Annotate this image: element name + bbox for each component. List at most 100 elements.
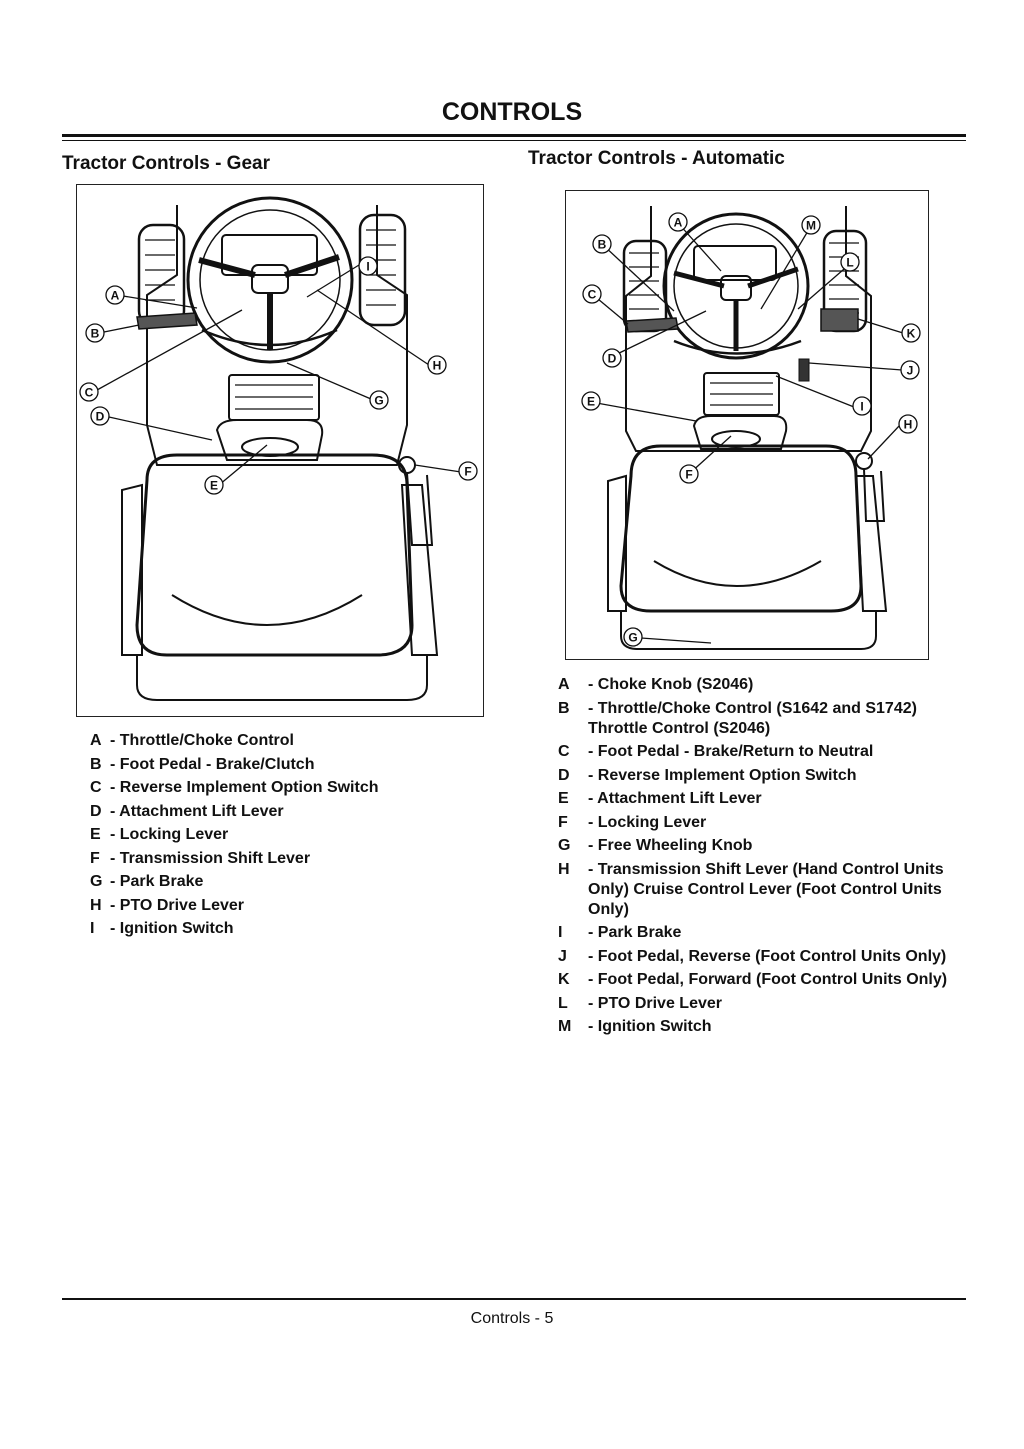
legend-letter: D bbox=[90, 802, 102, 820]
automatic-callouts: A B C D E F G H I J K L M bbox=[581, 212, 921, 647]
auto-callout-m: M bbox=[806, 219, 816, 233]
legend-text: - Free Wheeling Knob bbox=[588, 837, 753, 854]
page-title: CONTROLS bbox=[441, 98, 583, 126]
auto-callout-g: G bbox=[628, 631, 637, 645]
legend-letter: K bbox=[558, 971, 570, 988]
legend-letter: H bbox=[90, 896, 102, 914]
legend-item: A - Throttle/Choke Control bbox=[90, 731, 379, 751]
gear-callout-d: D bbox=[96, 410, 105, 424]
legend-text: - Foot Pedal, Reverse (Foot Control Unit… bbox=[588, 947, 947, 965]
legend-item: M - Ignition Switch bbox=[558, 1017, 978, 1037]
legend-text: - Foot Pedal, Forward (Foot Control Unit… bbox=[588, 971, 948, 988]
legend-item: C - Reverse Implement Option Switch bbox=[90, 778, 379, 798]
gear-callout-a: A bbox=[111, 289, 120, 303]
legend-item: J - Foot Pedal, Reverse (Foot Control Uni… bbox=[558, 947, 978, 967]
legend-item: E - Attachment Lift Lever bbox=[558, 789, 978, 809]
page-footer: Controls - 5 bbox=[470, 1310, 554, 1327]
legend-letter: A bbox=[90, 732, 102, 749]
legend-text: - Park Brake bbox=[588, 924, 682, 941]
legend-item: D - Attachment Lift Lever bbox=[90, 802, 379, 822]
legend-item: G - Park Brake bbox=[90, 872, 379, 892]
footer-rule bbox=[62, 1298, 966, 1300]
legend-letter: L bbox=[558, 994, 568, 1012]
legend-text: - Choke Knob (S2046) bbox=[588, 676, 754, 693]
legend-item: I - Ignition Switch bbox=[90, 919, 379, 939]
legend-item: I - Park Brake bbox=[558, 923, 978, 943]
legend-text: - Ignition Switch bbox=[110, 920, 234, 937]
gear-legend: A - Throttle/Choke Control B - Foot Pedal … bbox=[90, 731, 379, 943]
legend-text: - PTO Drive Lever bbox=[588, 994, 722, 1012]
gear-callout-i: I bbox=[366, 260, 369, 274]
legend-letter: D bbox=[558, 766, 570, 784]
legend-item: G - Free Wheeling Knob bbox=[558, 836, 978, 856]
gear-callout-f: F bbox=[464, 465, 471, 479]
legend-letter: G bbox=[90, 873, 103, 890]
legend-item: H- Transmission Shift Lever (Hand Contro… bbox=[558, 860, 978, 920]
legend-text: - Foot Pedal - Brake/Clutch bbox=[110, 755, 315, 773]
gear-callout-e: E bbox=[210, 479, 218, 493]
legend-letter: I bbox=[558, 924, 563, 941]
legend-letter: C bbox=[558, 743, 570, 760]
auto-callout-a: A bbox=[674, 216, 683, 230]
legend-letter: F bbox=[558, 813, 568, 831]
legend-text: - Locking Lever bbox=[110, 826, 229, 843]
legend-item: A - Choke Knob (S2046) bbox=[558, 675, 978, 695]
legend-item: F - Transmission Shift Lever bbox=[90, 849, 379, 869]
automatic-tractor-diagram: A B C D E F G H I J K L M bbox=[565, 190, 929, 660]
legend-text: - Transmission Shift Lever bbox=[110, 849, 311, 867]
legend-item: L - PTO Drive Lever bbox=[558, 994, 978, 1014]
legend-letter: E bbox=[558, 790, 569, 807]
legend-item: H- PTO Drive Lever bbox=[90, 896, 379, 916]
title-rule-thick bbox=[62, 134, 966, 137]
legend-text: - Transmission Shift Lever (Hand Control… bbox=[588, 860, 944, 918]
legend-text: - Attachment Lift Lever bbox=[110, 802, 284, 820]
legend-item: C - Foot Pedal - Brake/Return to Neutral bbox=[558, 742, 978, 762]
legend-item: F - Locking Lever bbox=[558, 813, 978, 833]
legend-text: - Throttle/Choke Control (S1642 and S174… bbox=[588, 699, 917, 737]
auto-callout-f: F bbox=[685, 468, 692, 482]
legend-letter: G bbox=[558, 837, 571, 854]
gear-callout-h: H bbox=[433, 359, 442, 373]
legend-letter: B bbox=[90, 755, 102, 773]
title-rule-thin bbox=[62, 140, 966, 141]
gear-tractor-illustration: A B C D E F G H I bbox=[79, 196, 478, 701]
auto-callout-e: E bbox=[587, 395, 595, 409]
automatic-section-heading: Tractor Controls - Automatic bbox=[528, 148, 785, 169]
auto-callout-b: B bbox=[598, 238, 607, 252]
legend-letter: E bbox=[90, 826, 101, 843]
auto-callout-d: D bbox=[608, 352, 617, 366]
legend-item: B - Throttle/Choke Control (S1642 and S17… bbox=[558, 699, 978, 739]
gear-callout-b: B bbox=[91, 327, 100, 341]
legend-letter: A bbox=[558, 676, 570, 693]
legend-text: - Park Brake bbox=[110, 873, 204, 890]
legend-item: D - Reverse Implement Option Switch bbox=[558, 766, 978, 786]
auto-callout-c: C bbox=[588, 288, 597, 302]
auto-callout-l: L bbox=[846, 256, 853, 270]
legend-letter: C bbox=[90, 779, 102, 796]
legend-letter: I bbox=[90, 920, 95, 937]
legend-item: B - Foot Pedal - Brake/Clutch bbox=[90, 755, 379, 775]
gear-callout-g: G bbox=[374, 394, 383, 408]
legend-text: - Reverse Implement Option Switch bbox=[588, 766, 857, 784]
legend-item: K - Foot Pedal, Forward (Foot Control Uni… bbox=[558, 970, 978, 990]
auto-callout-j: J bbox=[907, 364, 914, 378]
legend-letter: M bbox=[558, 1018, 572, 1035]
legend-text: - Throttle/Choke Control bbox=[110, 732, 294, 749]
automatic-tractor-illustration: A B C D E F G H I J K L M bbox=[581, 206, 921, 650]
auto-callout-i: I bbox=[860, 400, 863, 414]
legend-item: E - Locking Lever bbox=[90, 825, 379, 845]
gear-callout-c: C bbox=[85, 386, 94, 400]
gear-section-heading: Tractor Controls - Gear bbox=[62, 153, 270, 174]
legend-text: - Reverse Implement Option Switch bbox=[110, 779, 379, 796]
legend-text: - Locking Lever bbox=[588, 813, 707, 831]
auto-callout-k: K bbox=[907, 327, 916, 341]
legend-letter: B bbox=[558, 699, 570, 717]
gear-tractor-diagram: A B C D E F G H I bbox=[76, 184, 484, 717]
legend-text: - Ignition Switch bbox=[588, 1018, 712, 1035]
auto-callout-h: H bbox=[904, 418, 913, 432]
legend-letter: F bbox=[90, 849, 100, 867]
legend-text: - Foot Pedal - Brake/Return to Neutral bbox=[588, 743, 874, 760]
legend-letter: J bbox=[558, 947, 567, 965]
gear-callouts: A B C D E F G H I bbox=[79, 256, 478, 495]
legend-text: - Attachment Lift Lever bbox=[588, 790, 762, 807]
